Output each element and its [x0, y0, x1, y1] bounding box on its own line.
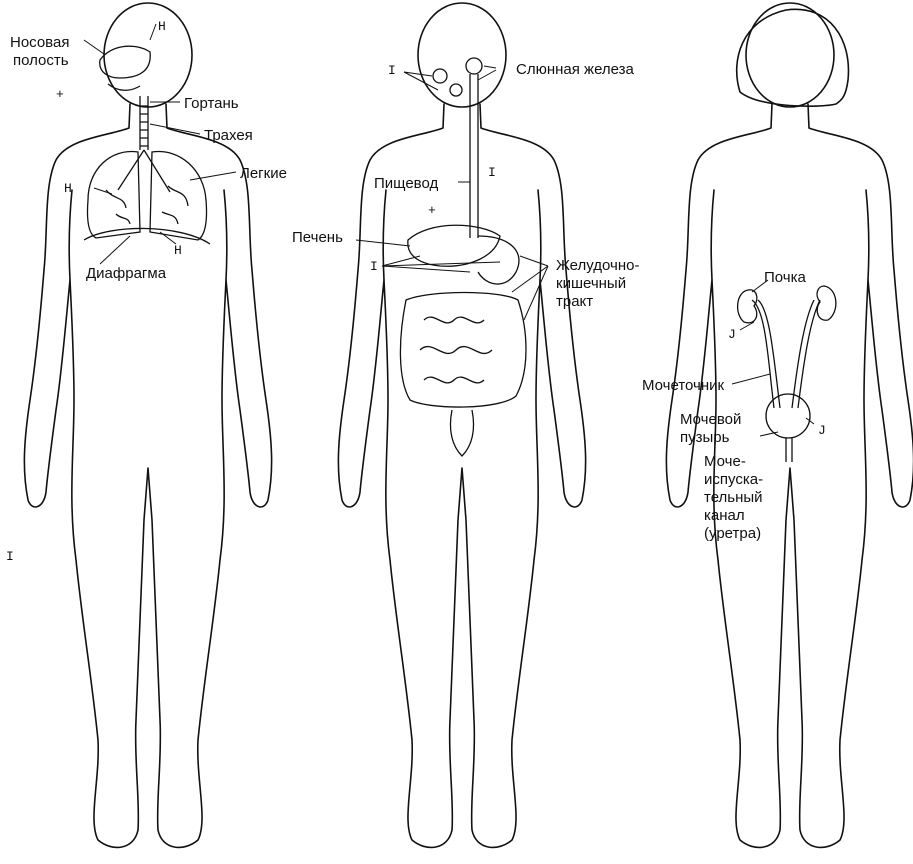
label-bladder-2: пузырь	[680, 429, 730, 446]
intestines-shape	[400, 293, 526, 408]
mark-lung-bottom-h: H	[174, 243, 182, 258]
trachea-shape	[140, 96, 148, 150]
label-trachea: Трахея	[204, 127, 253, 144]
salivary-gland-shape	[466, 58, 482, 74]
label-urethra-2: испуска-	[704, 471, 763, 488]
label-urethra-5: (уретра)	[704, 525, 761, 542]
right-lung-shape	[150, 152, 207, 240]
mark-salivary-i: I	[388, 63, 396, 78]
label-lungs: Легкие	[240, 165, 287, 182]
left-lung-shape	[87, 152, 140, 238]
mark-lung-h: H	[64, 181, 72, 196]
mark-stomach: +	[428, 203, 436, 218]
label-salivary-gland: Слюнная железа	[516, 61, 635, 78]
mark-bladder-j: J	[818, 423, 826, 438]
stomach-shape	[478, 236, 519, 284]
label-urethra-1: Моче-	[704, 453, 746, 470]
label-urethra-3: тельный	[704, 489, 763, 506]
label-liver: Печень	[292, 229, 343, 246]
label-gi-tract-3: тракт	[556, 293, 593, 310]
digestive-figure: I Слюнная железа Пищевод I + Печень I Же…	[292, 3, 639, 847]
label-gi-tract-2: кишечный	[556, 275, 626, 292]
margin-mark-i: I	[6, 549, 14, 564]
left-kidney-shape	[738, 290, 757, 323]
label-bladder-1: Мочевой	[680, 411, 741, 428]
label-kidney: Почка	[764, 269, 807, 286]
label-nasal-cavity-2: полость	[13, 52, 69, 69]
mark-nose-h: H	[158, 19, 166, 34]
hair-shape	[737, 9, 849, 106]
right-kidney-shape	[817, 286, 836, 320]
mark-breath: +	[56, 87, 64, 102]
label-nasal-cavity-1: Носовая	[10, 34, 69, 51]
label-urethra-4: канал	[704, 507, 745, 524]
mark-esophagus-i: I	[488, 165, 496, 180]
label-diaphragm: Диафрагма	[86, 265, 167, 282]
diaphragm-shape	[84, 228, 210, 244]
esophagus-shape	[470, 74, 478, 238]
respiratory-figure: Носовая полость H + Гортань Трахея Легки…	[10, 3, 287, 847]
label-ureter: Мочеточник	[642, 377, 725, 394]
urethra-shape	[786, 438, 792, 462]
mark-liver-i: I	[370, 259, 378, 274]
bladder-shape	[766, 394, 810, 438]
label-larynx: Гортань	[184, 95, 239, 112]
ureter-shape	[752, 300, 820, 408]
urinary-figure: Почка J Мочеточник Мочевой пузырь J Моче…	[642, 3, 913, 847]
label-esophagus: Пищевод	[374, 175, 438, 192]
label-gi-tract-1: Желудочно-	[556, 257, 639, 274]
liver-shape	[408, 225, 500, 266]
mark-kidney-j: J	[728, 327, 736, 342]
